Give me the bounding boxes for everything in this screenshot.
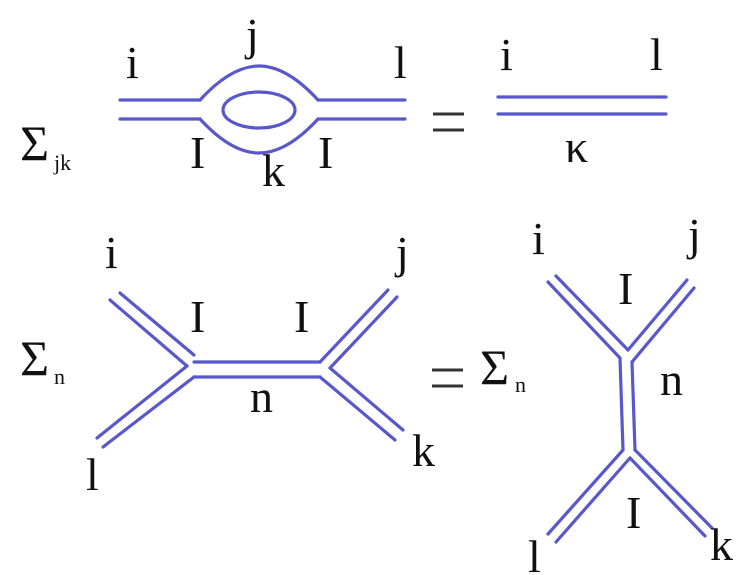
- bottom-lhs-sum-subscript: n: [54, 364, 65, 389]
- bottom-lhs-label-l: l: [86, 449, 99, 500]
- top-lhs-bubble-outer-bottom: [198, 117, 320, 155]
- bottom-rhs-leg-i-a: [546, 280, 622, 360]
- bottom-lhs-h-diagram: [95, 288, 405, 449]
- bottom-lhs-leg-i-b: [118, 291, 196, 357]
- bottom-rhs-leg-i-b: [554, 274, 630, 352]
- bottom-lhs-leg-l-b: [101, 375, 196, 449]
- bottom-rhs-sum-subscript: n: [515, 372, 526, 397]
- bottom-rhs-leg-k-b: [628, 456, 707, 538]
- top-equation: Σ jk i j l I k I i l κ: [20, 9, 668, 196]
- bottom-lhs-label-k: k: [412, 425, 435, 476]
- bottom-rhs-label-I-top: I: [618, 263, 633, 314]
- bottom-rhs-label-j: j: [686, 209, 701, 260]
- bottom-rhs-label-i: i: [532, 213, 545, 264]
- top-sum-symbol: Σ: [20, 115, 49, 171]
- bottom-lhs-label-I-left: I: [190, 291, 205, 342]
- top-lhs-bubble-outer-top: [198, 64, 320, 102]
- top-rhs-line: [496, 95, 668, 116]
- top-rhs-label-i: i: [500, 29, 513, 80]
- top-lhs-bubble-diagram: [118, 64, 407, 155]
- bottom-lhs-label-I-right: I: [294, 291, 309, 342]
- bottom-rhs-leg-j-a: [626, 278, 689, 352]
- bottom-equation: Σ n i j I I n l k: [20, 209, 733, 575]
- bottom-rhs-n-right: [630, 360, 637, 452]
- bottom-lhs-label-j: j: [394, 227, 409, 278]
- bottom-lhs-leg-j-b: [328, 295, 399, 370]
- bottom-lhs-leg-l-a: [95, 364, 189, 440]
- bottom-rhs-leg-j-b: [630, 286, 696, 364]
- top-lhs-bubble-inner: [221, 90, 297, 130]
- bottom-lhs-leg-k-a: [318, 375, 397, 442]
- bottom-rhs-n-left: [618, 356, 625, 452]
- bottom-rhs-label-k: k: [710, 519, 733, 570]
- bottom-rhs-leg-l-a: [546, 448, 625, 536]
- top-lhs-label-j: j: [244, 9, 259, 60]
- bottom-rhs-h-diagram: [546, 274, 714, 544]
- bottom-rhs-leg-k-a: [633, 448, 714, 530]
- top-lhs-label-I-left: I: [190, 127, 205, 178]
- bottom-lhs-sum-symbol: Σ: [20, 330, 49, 386]
- bottom-lhs-label-n: n: [250, 371, 273, 422]
- top-sum-subscript: jk: [53, 150, 71, 175]
- top-lhs-label-i: i: [126, 37, 139, 88]
- bottom-equals-sign: [432, 368, 463, 388]
- bottom-rhs-leg-l-b: [554, 456, 632, 544]
- top-rhs-label-kappa: κ: [565, 121, 588, 172]
- top-rhs-label-l: l: [650, 29, 663, 80]
- bottom-rhs-label-I-bottom: I: [626, 487, 641, 538]
- bottom-lhs-label-i: i: [105, 227, 118, 278]
- top-lhs-label-I-right: I: [318, 127, 333, 178]
- bottom-rhs-label-l: l: [528, 531, 541, 575]
- top-equals-sign: [433, 112, 464, 132]
- bottom-rhs-label-n: n: [660, 354, 683, 405]
- bottom-lhs-leg-k-b: [328, 366, 405, 432]
- top-lhs-label-l: l: [394, 37, 407, 88]
- bottom-lhs-leg-j-a: [318, 288, 390, 364]
- top-lhs-label-k: k: [262, 145, 285, 196]
- bottom-lhs-leg-i-a: [108, 298, 189, 368]
- bottom-rhs-sum-symbol: Σ: [480, 339, 509, 395]
